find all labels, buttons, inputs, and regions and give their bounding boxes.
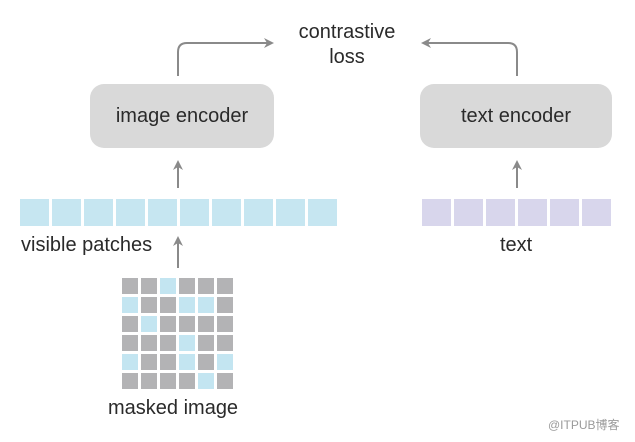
masked-cell	[122, 278, 138, 294]
masked-cell	[141, 335, 157, 351]
visible-patches-label: visible patches	[21, 234, 153, 256]
visible-patches-row	[20, 199, 337, 226]
masked-cell	[122, 316, 138, 332]
visible-cell	[141, 316, 157, 332]
masked-cell	[217, 335, 233, 351]
visible-cell	[122, 297, 138, 313]
text-encoder-label: text encoder	[460, 104, 572, 127]
arrow-image-to-loss	[177, 38, 274, 76]
visible-cell	[179, 335, 195, 351]
masked-cell	[217, 297, 233, 313]
visible-cell	[179, 354, 195, 370]
masked-cell	[160, 297, 176, 313]
text-token	[454, 199, 483, 226]
text-token	[518, 199, 547, 226]
masked-cell	[160, 335, 176, 351]
visible-patch	[276, 199, 305, 226]
masked-cell	[198, 316, 214, 332]
contrastive-loss-line1: contrastive	[298, 21, 396, 43]
masked-cell	[217, 373, 233, 389]
contrastive-loss-label: contrastive loss	[272, 20, 422, 70]
visible-patch	[52, 199, 81, 226]
masked-cell	[141, 278, 157, 294]
masked-cell	[198, 335, 214, 351]
masked-cell	[141, 297, 157, 313]
masked-image-grid	[122, 278, 233, 389]
visible-cell	[198, 373, 214, 389]
masked-cell	[198, 278, 214, 294]
visible-patch	[244, 199, 273, 226]
masked-cell	[179, 278, 195, 294]
arrow-text-to-loss	[421, 38, 518, 76]
text-token	[550, 199, 579, 226]
visible-cell	[160, 278, 176, 294]
visible-patch	[116, 199, 145, 226]
masked-cell	[179, 316, 195, 332]
masked-cell	[217, 278, 233, 294]
masked-cell	[160, 354, 176, 370]
visible-cell	[179, 297, 195, 313]
masked-cell	[179, 373, 195, 389]
text-tokens-label: text	[500, 234, 533, 256]
masked-cell	[141, 373, 157, 389]
masked-cell	[122, 335, 138, 351]
masked-cell	[122, 373, 138, 389]
contrastive-loss-line2: loss	[329, 46, 365, 68]
masked-image-label: masked image	[108, 397, 239, 419]
visible-patch	[308, 199, 337, 226]
visible-cell	[122, 354, 138, 370]
masked-cell	[160, 316, 176, 332]
visible-patch	[20, 199, 49, 226]
watermark: @ITPUB博客	[548, 418, 620, 432]
visible-patch	[180, 199, 209, 226]
image-encoder-label: image encoder	[115, 104, 249, 127]
masked-cell	[141, 354, 157, 370]
masked-cell	[198, 354, 214, 370]
image-encoder-box: image encoder	[90, 84, 274, 148]
masked-cell	[217, 316, 233, 332]
visible-cell	[198, 297, 214, 313]
text-tokens-row	[422, 199, 611, 226]
visible-cell	[217, 354, 233, 370]
masked-cell	[160, 373, 176, 389]
visible-patch	[84, 199, 113, 226]
text-token	[422, 199, 451, 226]
visible-patch	[148, 199, 177, 226]
text-token	[582, 199, 611, 226]
text-encoder-box: text encoder	[420, 84, 612, 148]
text-token	[486, 199, 515, 226]
visible-patch	[212, 199, 241, 226]
